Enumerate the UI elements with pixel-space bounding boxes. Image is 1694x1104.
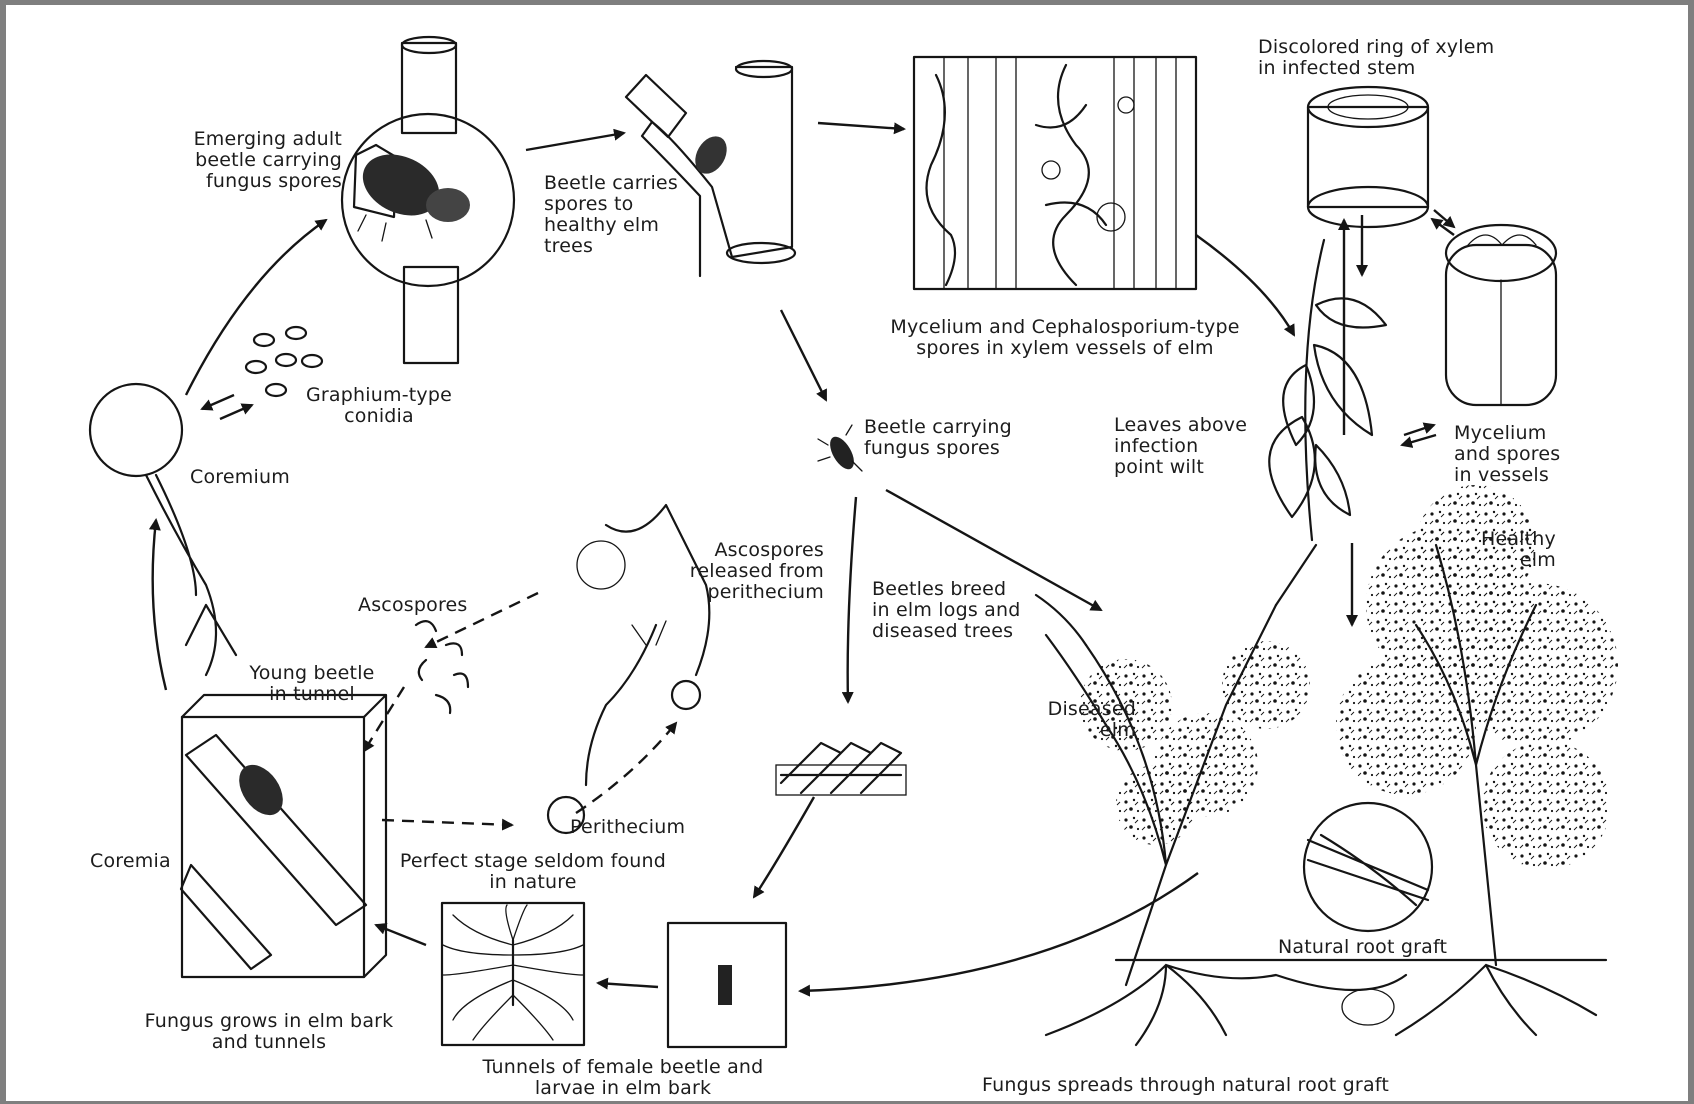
label-fungus-grows: Fungus grows in elm bark and tunnels xyxy=(124,1011,414,1053)
label-discolored-ring: Discolored ring of xylem in infected ste… xyxy=(1258,37,1528,79)
emerging-beetle-log xyxy=(342,37,514,363)
gallery-panel xyxy=(442,903,584,1045)
small-beetle xyxy=(818,425,862,473)
elm-log-pile xyxy=(776,743,906,795)
label-mycelium-xylem: Mycelium and Cephalosporium-type spores … xyxy=(874,317,1256,359)
label-coremia: Coremia xyxy=(90,851,190,872)
label-coremium: Coremium xyxy=(190,467,320,488)
xylem-vessel-panel xyxy=(914,57,1196,289)
label-young-beetle: Young beetle in tunnel xyxy=(228,663,396,705)
label-beetle-carrying: Beetle carrying fungus spores xyxy=(864,417,1044,459)
label-graphium-conidia: Graphium-type conidia xyxy=(294,385,464,427)
label-perithecium: Perithecium xyxy=(570,817,720,838)
label-natural-root-graft: Natural root graft xyxy=(1278,937,1458,958)
label-diseased-elm: Diseased elm xyxy=(1006,699,1136,741)
label-tunnels-female: Tunnels of female beetle and larvae in e… xyxy=(442,1057,804,1099)
label-mycelium-vessels: Mycelium and spores in vessels xyxy=(1454,423,1594,486)
label-ascospores-released: Ascospores released from perithecium xyxy=(624,540,824,603)
label-ascospores: Ascospores xyxy=(358,595,488,616)
coremium-stalk xyxy=(90,384,236,675)
diseased-elm-tree xyxy=(1036,545,1316,985)
wilted-leaf-twig xyxy=(1269,240,1386,540)
label-fungus-spreads: Fungus spreads through natural root graf… xyxy=(982,1075,1482,1096)
diagram-frame: Emerging adult beetle carrying fungus sp… xyxy=(6,5,1688,1101)
root-graft-inset xyxy=(1304,803,1432,931)
label-leaves-above: Leaves above infection point wilt xyxy=(1114,415,1274,478)
bark-block xyxy=(181,695,386,977)
female-tunnel-panel xyxy=(668,923,786,1047)
vessels-bundle xyxy=(1446,225,1556,405)
label-emerging-adult: Emerging adult beetle carrying fungus sp… xyxy=(156,129,342,192)
ascospores xyxy=(416,621,468,713)
label-healthy-elm: Healthy elm xyxy=(1446,529,1556,571)
label-beetle-carries: Beetle carries spores to healthy elm tre… xyxy=(544,173,694,257)
label-perfect-stage: Perfect stage seldom found in nature xyxy=(368,851,698,893)
label-beetles-breed: Beetles breed in elm logs and diseased t… xyxy=(872,579,1062,642)
infected-stem-section xyxy=(1308,87,1428,227)
